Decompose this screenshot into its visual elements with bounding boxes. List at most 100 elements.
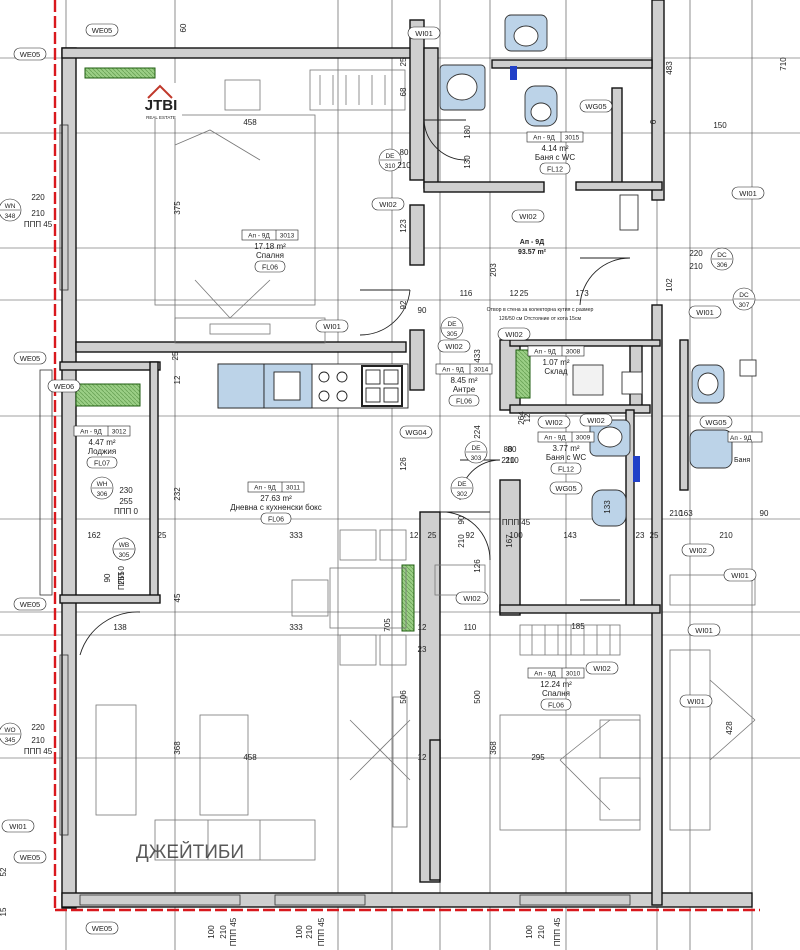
room-area: 27.63 m²: [260, 494, 292, 503]
dimension-label: 483: [665, 61, 674, 75]
element-code-top: DE: [447, 321, 457, 328]
dimension-label: 220: [689, 249, 703, 258]
room-name: Дневна с кухненски бокс: [230, 503, 322, 512]
dimension-label: 220: [31, 723, 45, 732]
room-code: Ап - 9Д: [544, 435, 566, 442]
dimension-label: 90: [103, 573, 112, 582]
room-code-box: [526, 131, 584, 143]
dimension-label: 92: [399, 300, 408, 309]
element-code-bottom: 310: [385, 163, 396, 170]
dimension-label: 23: [636, 531, 645, 540]
element-tag-box: [688, 305, 722, 319]
dimension-label: 368: [489, 741, 498, 755]
element-tag-box: [585, 661, 619, 675]
dimension-label: 433: [473, 349, 482, 363]
element-tag: WI01: [687, 623, 721, 637]
dimension-label: 45: [173, 593, 182, 602]
element-tag-box: [85, 23, 119, 37]
element-tag-box: [681, 543, 715, 557]
element-tag: WE05: [85, 23, 119, 37]
dimension-label: 255: [117, 571, 126, 585]
element-tag-label: WE05: [92, 924, 112, 933]
floor-tag: FL06: [456, 399, 472, 406]
element-tag-label: WI01: [415, 29, 433, 38]
room-code: Ап - 9Д: [533, 135, 555, 142]
company-logo: JTBI REAL ESTATE: [140, 83, 182, 120]
room-code: Ап - 9Д: [254, 485, 276, 492]
dimension-label: 264: [517, 411, 526, 425]
doors: [79, 119, 631, 656]
element-circles: DE310DE305DE303DE302DC306DC307WB305WN348…: [0, 148, 756, 746]
room-code: Ап - 9Д: [534, 349, 556, 356]
dimension-label: 210: [219, 925, 228, 939]
room-number: 3015: [565, 135, 580, 142]
dimension-label: 210: [505, 456, 519, 465]
element-tag-box: [371, 197, 405, 211]
dimension-label: 163: [679, 509, 693, 518]
room-code: Ап - 9Д: [534, 671, 556, 678]
dimension-label: 25: [158, 531, 167, 540]
dimension-label: 375: [173, 201, 182, 215]
dimension-label: 210: [305, 925, 314, 939]
dimension-label: 458: [243, 118, 257, 127]
sanitary: [439, 14, 757, 527]
element-tags: WI01WE05WE05WE06WE05WE05WE05WE05WI01WI01…: [1, 23, 765, 935]
dimension-label: 368: [173, 741, 182, 755]
room-name: Склад: [544, 367, 567, 376]
element-tag-box: [315, 319, 349, 333]
neighbour-name: Баня: [734, 457, 750, 464]
element-tag: WE05: [13, 47, 47, 61]
dimension-label: 12: [418, 753, 427, 762]
dimension-label: 295: [531, 753, 545, 762]
floor-tag-box: [86, 456, 118, 469]
dimension-label: ППП 45: [553, 917, 562, 946]
dimension-label: 110: [464, 623, 477, 632]
room-code-box: [73, 425, 131, 437]
glazing-lines: [39, 124, 631, 906]
dimension-label: ППП 45: [229, 917, 238, 946]
element-code-top: DE: [457, 481, 467, 488]
element-code-top: WO: [4, 727, 15, 734]
element-tag: WE05: [13, 850, 47, 864]
element-tag-label: WE05: [20, 50, 40, 59]
room-name: Спалня: [256, 251, 284, 260]
element-code-bottom: 305: [447, 331, 458, 338]
dimension-label: 90: [760, 509, 769, 518]
element-code-bottom: 306: [97, 491, 108, 498]
room-number: 3012: [112, 429, 127, 436]
element-tag-label: WI02: [545, 418, 563, 427]
element-code-bottom: 305: [119, 552, 130, 559]
element-code-bottom: 307: [739, 302, 750, 309]
element-code-bottom: 306: [717, 262, 728, 269]
element-tag-box: [679, 694, 713, 708]
dimension-label: 705: [383, 618, 392, 632]
element-code-bottom: 303: [471, 455, 482, 462]
floor-tag: FL12: [547, 167, 563, 174]
element-tag: WG05: [579, 99, 613, 113]
dimension-label: 173: [575, 289, 589, 298]
floor-tag-box: [539, 162, 571, 175]
element-tag: WI02: [497, 327, 531, 341]
element-tag: WG05: [699, 415, 733, 429]
element-tag-label: WG05: [585, 102, 606, 111]
dimension-label: 333: [289, 531, 303, 540]
element-tag-box: [1, 819, 35, 833]
element-tag-box: [13, 351, 47, 365]
room-area: 17.18 m²: [254, 242, 286, 251]
dimension-label: 100: [295, 925, 304, 939]
room-number: 3008: [566, 349, 581, 356]
room-area: 1.07 m²: [542, 358, 569, 367]
element-tag-box: [47, 379, 81, 393]
dimension-label: 80: [400, 148, 409, 157]
element-tag: WE05: [13, 597, 47, 611]
dimension-label: 25: [520, 289, 529, 298]
dimension-label: 710: [779, 57, 788, 71]
